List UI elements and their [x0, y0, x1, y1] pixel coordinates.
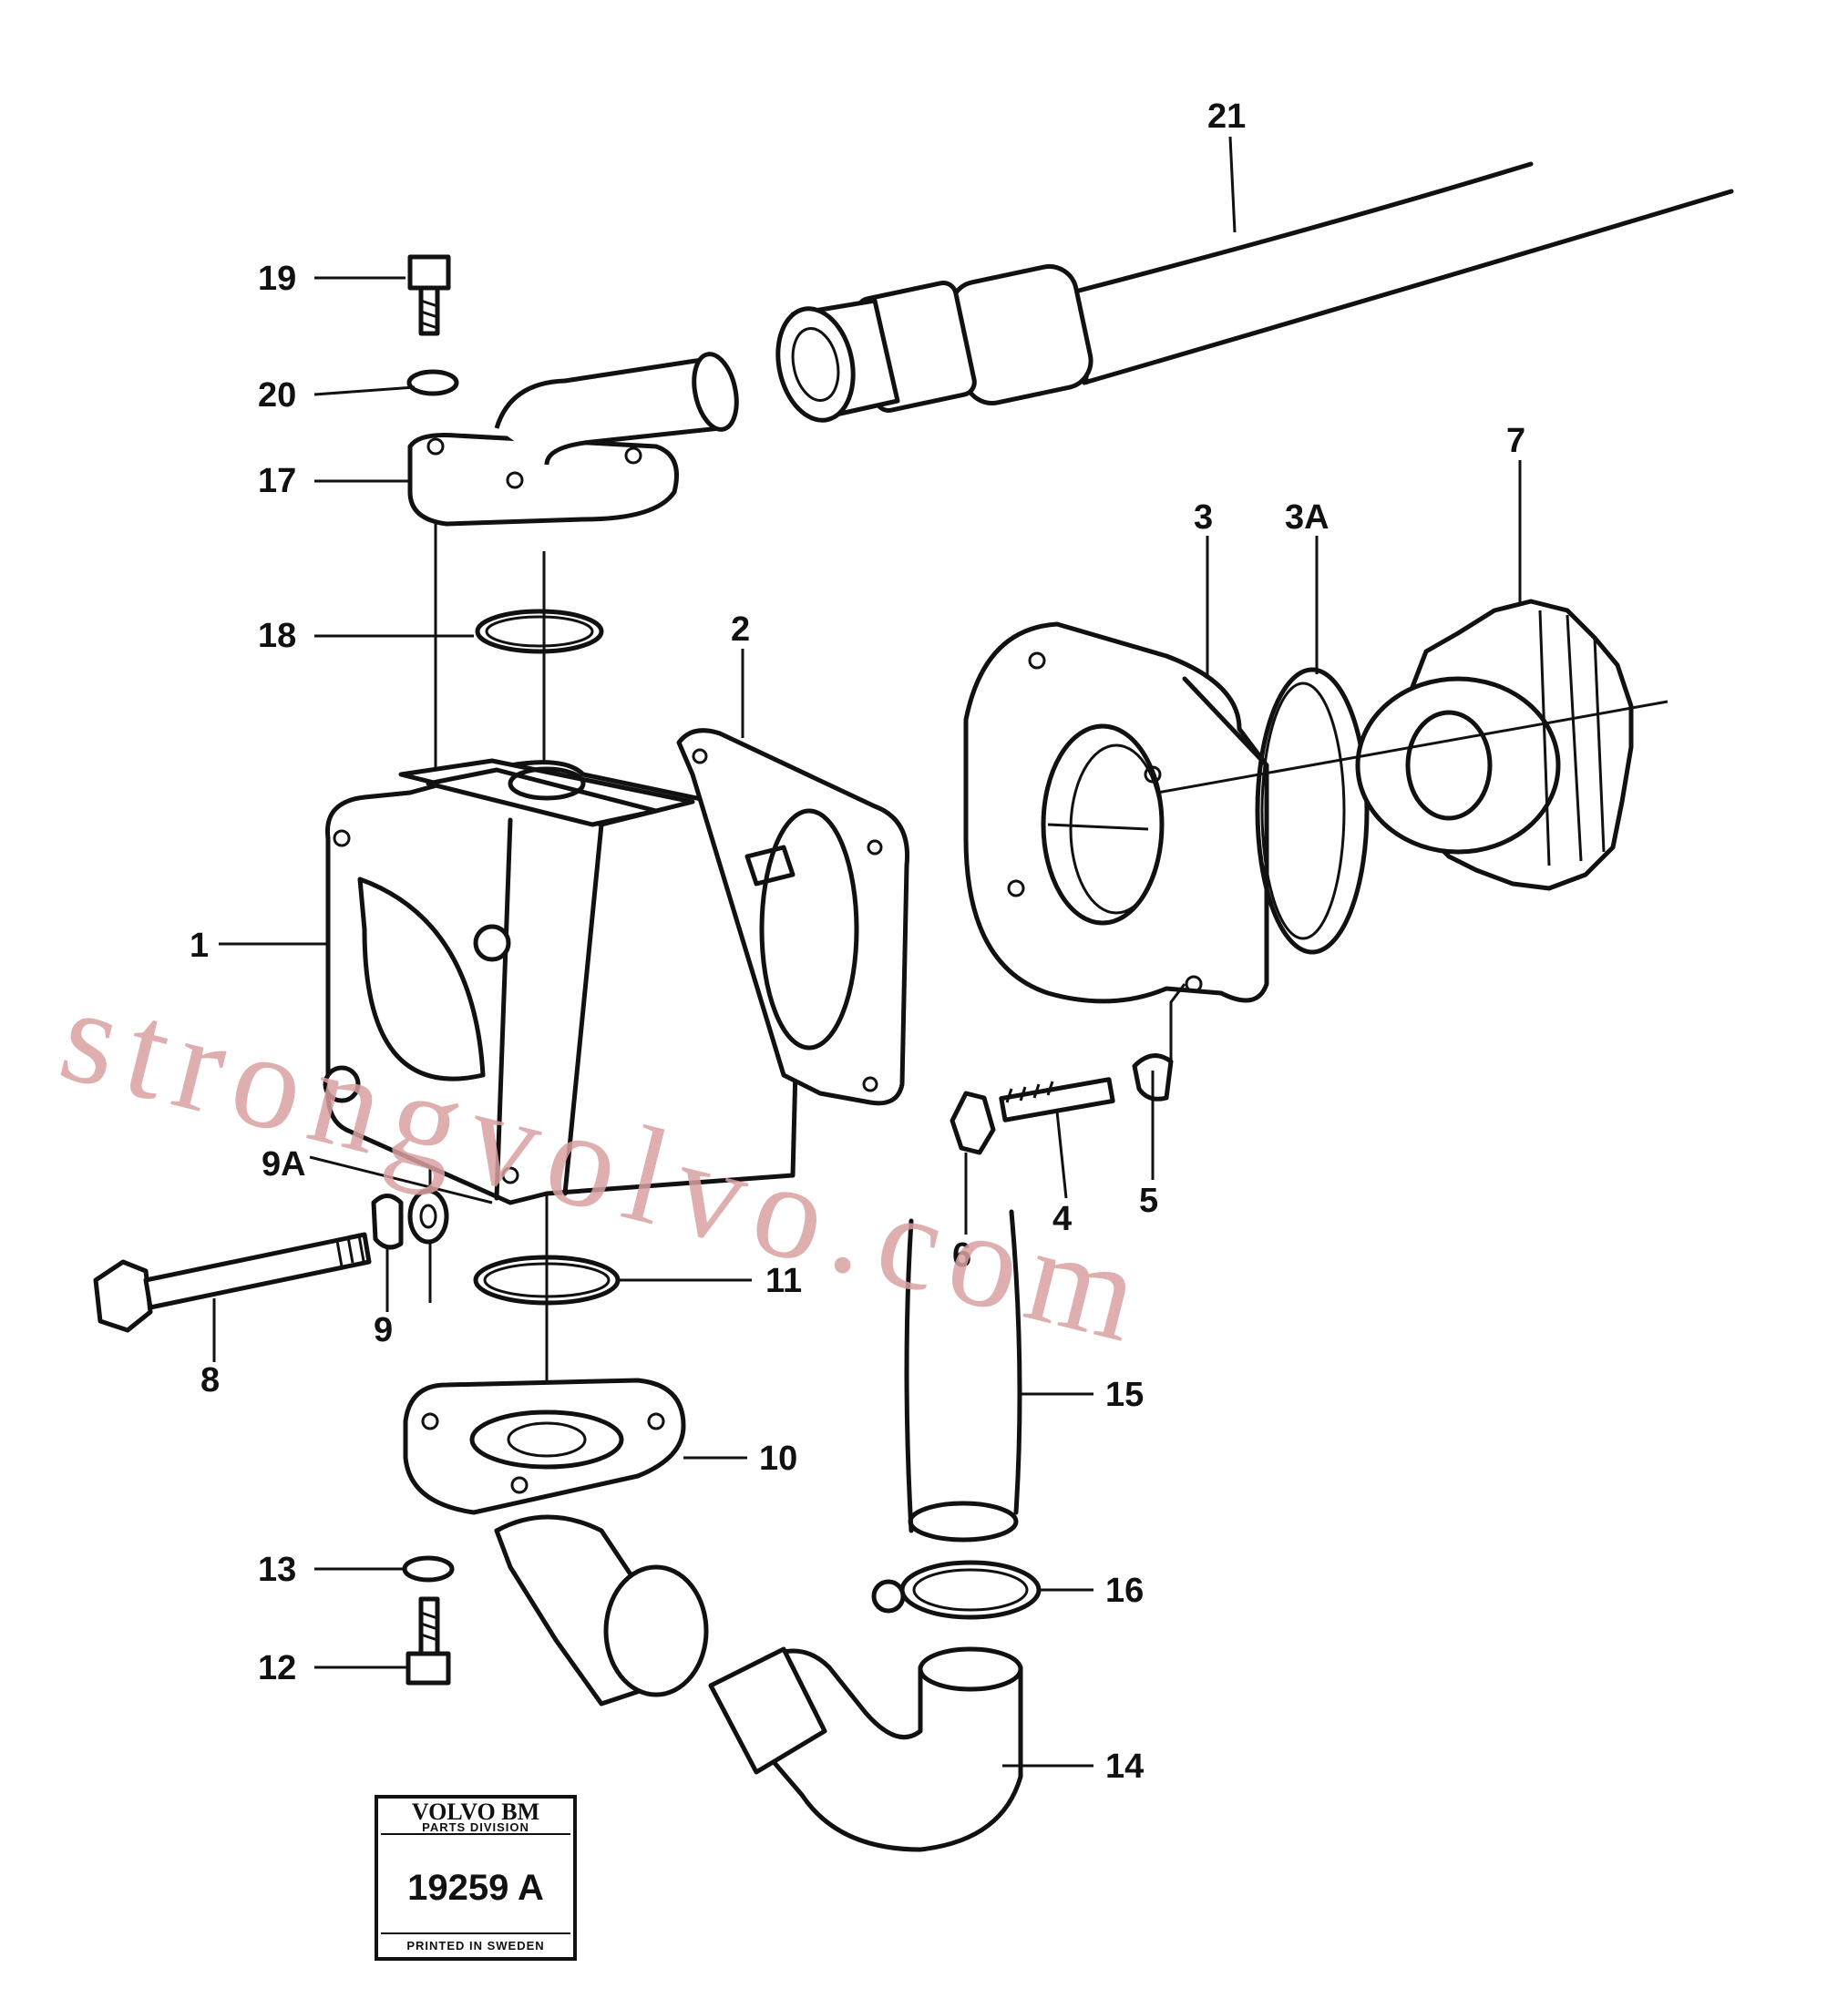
label-10: 10 [759, 1440, 797, 1478]
hose-fitting [775, 263, 1093, 423]
lock-washer-20 [406, 369, 459, 396]
label-12: 12 [258, 1649, 296, 1687]
volvo-bm-stamp: VOLVO BM PARTS DIVISION 19259 A PRINTED … [375, 1795, 577, 1961]
nut-6 [950, 1091, 996, 1155]
hose-clamp-16 [871, 1560, 1042, 1620]
label-15: 15 [1105, 1376, 1144, 1414]
label-3A: 3A [1285, 498, 1330, 537]
label-20: 20 [258, 376, 296, 415]
label-16: 16 [1105, 1572, 1144, 1610]
stud-4 [999, 1077, 1115, 1122]
label-19: 19 [258, 260, 296, 298]
label-3: 3 [1194, 498, 1213, 537]
label-5: 5 [1139, 1182, 1158, 1220]
label-18: 18 [258, 617, 296, 655]
label-17: 17 [258, 462, 296, 500]
label-8: 8 [200, 1361, 220, 1399]
elbow-flange-17 [407, 352, 739, 527]
hose-15 [904, 1209, 1022, 1543]
label-14: 14 [1105, 1748, 1144, 1786]
washer-5 [1132, 983, 1186, 1102]
label-21: 21 [1207, 97, 1246, 136]
elbow-pipe-14 [708, 1646, 1023, 1852]
cover-3 [963, 621, 1269, 1004]
o-ring-11 [473, 1255, 621, 1306]
o-ring-18 [475, 609, 604, 654]
label-11: 11 [765, 1262, 802, 1300]
flange-10 [403, 1378, 709, 1707]
label-1: 1 [190, 927, 209, 965]
gear-7 [1355, 599, 1634, 891]
label-7: 7 [1506, 422, 1525, 460]
label-9A: 9A [262, 1145, 306, 1184]
bolt-12 [406, 1596, 451, 1686]
seal-3A [1255, 667, 1370, 955]
leader-lines [212, 136, 1522, 1768]
pump-body-1 [323, 758, 805, 1205]
label-9: 9 [374, 1311, 393, 1349]
bolt-8 [93, 1232, 372, 1333]
washer-9A [407, 1188, 449, 1245]
part-number-labels: 21 19 20 17 18 2 3 3A 7 1 9A 5 4 6 11 9 … [190, 97, 1525, 1786]
lock-washer-13 [402, 1555, 455, 1583]
label-6: 6 [952, 1236, 971, 1275]
bolt-19 [407, 254, 451, 336]
stamp-number: 19259 A [407, 1868, 544, 1908]
lock-washer-9 [371, 1194, 404, 1250]
label-2: 2 [731, 610, 750, 649]
gasket-2 [676, 728, 910, 1106]
stamp-division: PARTS DIVISION [422, 1820, 529, 1834]
stamp-printed: PRINTED IN SWEDEN [406, 1939, 544, 1953]
label-13: 13 [258, 1551, 296, 1589]
hose-21 [1072, 161, 1734, 385]
label-4: 4 [1052, 1200, 1072, 1238]
stamp-brand: VOLVO BM [412, 1799, 539, 1825]
